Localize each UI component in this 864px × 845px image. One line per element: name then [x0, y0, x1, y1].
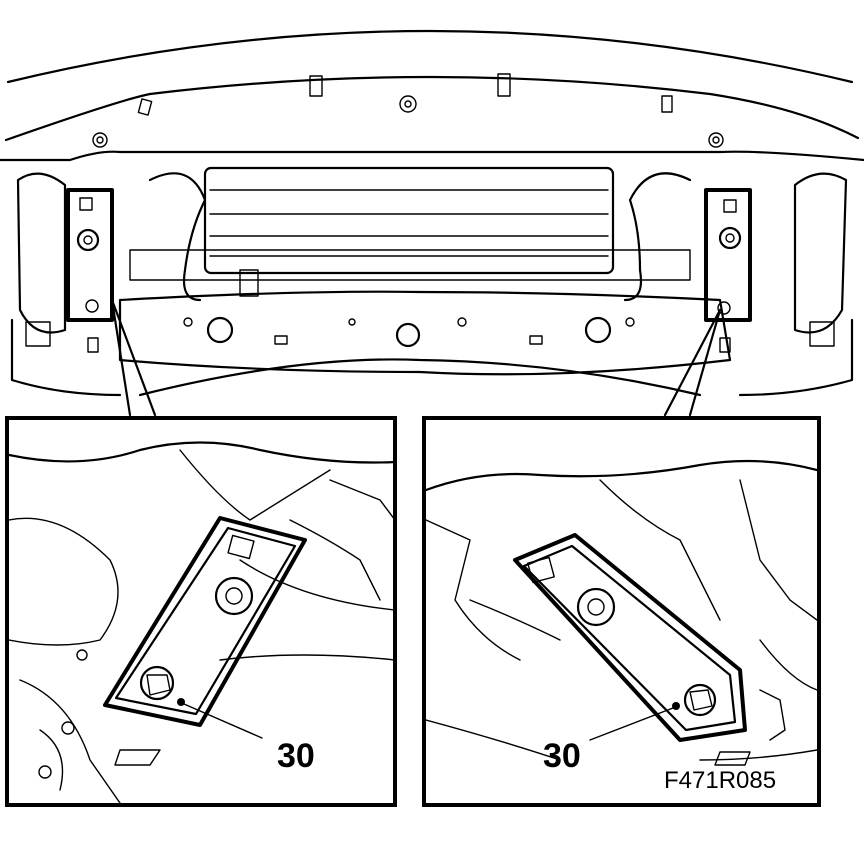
left-wheel-arch	[16, 172, 67, 334]
bracket-right-detail	[513, 533, 747, 742]
zoom-leader-left	[110, 298, 157, 417]
bumper-clips	[92, 73, 724, 148]
bracket-left-detail	[103, 516, 307, 727]
bumper-inner-arc	[4, 75, 860, 142]
callout-label-left: 30	[277, 737, 315, 775]
lower-chassis	[138, 358, 702, 397]
right-hose	[623, 172, 692, 302]
bumper-outer-arc	[6, 29, 854, 84]
left-hose	[148, 172, 207, 302]
left-bracket-overview	[66, 188, 114, 322]
figure-id-label: F471R085	[664, 767, 776, 794]
detail-panel-left: 30	[5, 416, 397, 807]
zoom-leader-right	[663, 308, 722, 417]
right-bracket-overview	[704, 188, 752, 322]
overview-drawing	[0, 29, 864, 417]
upper-beam	[0, 150, 864, 162]
callout-label-right: 30	[543, 737, 581, 775]
lower-cross-member	[118, 290, 732, 376]
right-wheel-arch	[793, 172, 848, 334]
detail-panel-right: 30 F471R085	[422, 416, 821, 807]
radiator-block	[129, 166, 691, 297]
